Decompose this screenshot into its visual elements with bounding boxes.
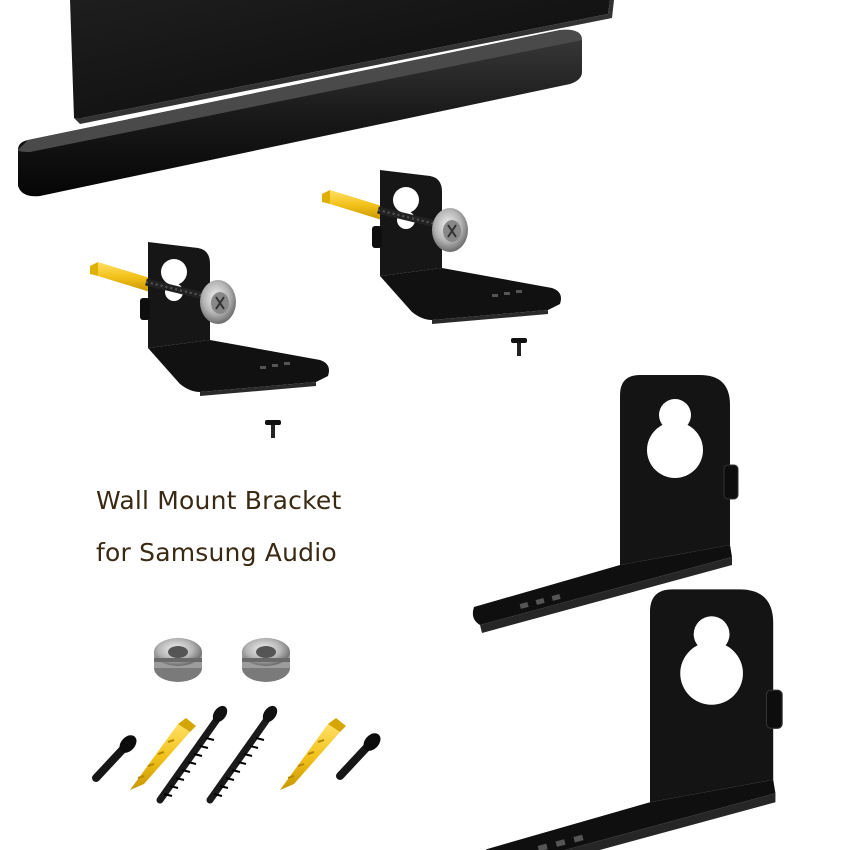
small-screw-right [511, 338, 527, 356]
tv-screen [70, 0, 614, 124]
machine-screw-left [96, 732, 140, 778]
machine-screw-right [340, 730, 384, 776]
caption-line-1: Wall Mount Bracket [96, 486, 342, 515]
wall-anchor-right [279, 717, 347, 791]
bracket-assembly-right [322, 170, 561, 324]
washer-right [242, 638, 290, 682]
bracket-large-bottom [484, 588, 783, 850]
bracket-assembly-left [90, 242, 329, 396]
small-screw-left [265, 420, 281, 438]
soundbar [18, 29, 582, 197]
washer-left [154, 638, 202, 682]
wall-anchor-left [129, 717, 197, 791]
caption-line-2: for Samsung Audio [96, 538, 337, 567]
